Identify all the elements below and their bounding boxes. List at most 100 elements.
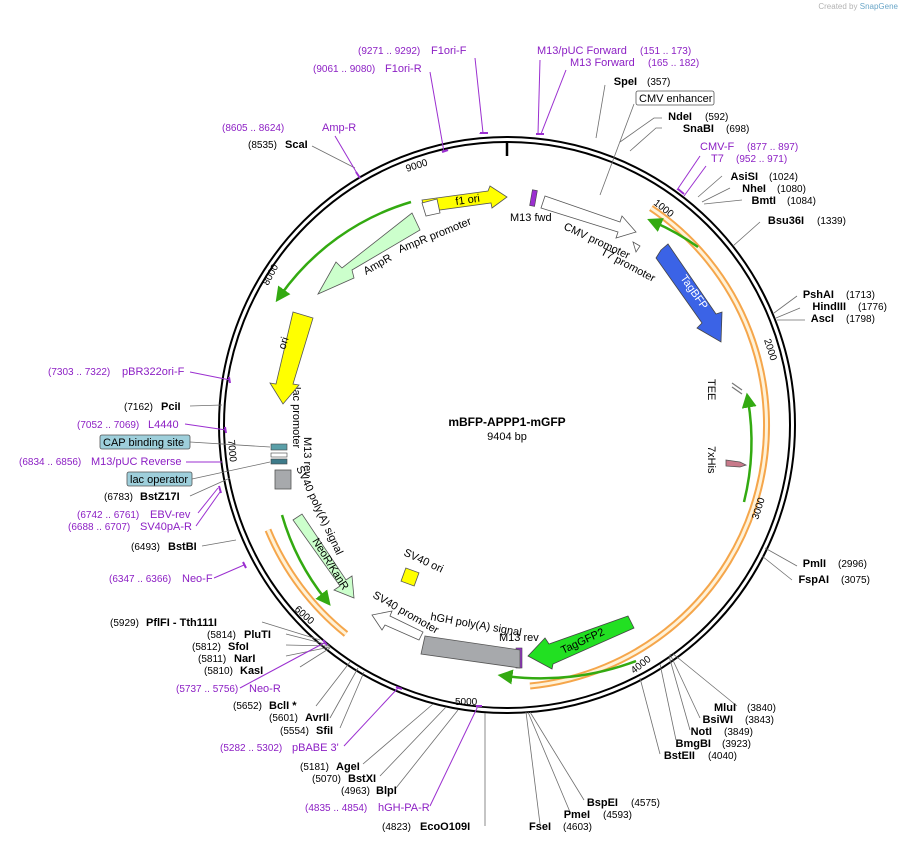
- enzyme-name: PflFI - Tth111I: [146, 617, 217, 629]
- enzyme-pos: (1776): [858, 302, 887, 313]
- enzyme-pos: (3923): [722, 739, 751, 750]
- primer-name: Neo-F: [182, 573, 213, 585]
- primer-range: (5737 .. 5756): [176, 684, 238, 695]
- enzyme-name: PciI: [161, 401, 181, 413]
- primer-name: T7: [711, 153, 724, 165]
- lac-promoter-label: lac promoter: [290, 387, 302, 448]
- backbone-outer: [218, 136, 796, 714]
- enzyme-pos: (357): [647, 77, 670, 88]
- tick-8000: 8000: [261, 262, 281, 287]
- enzyme-pos: (5181): [300, 762, 329, 773]
- enzyme-name: NheI: [742, 183, 766, 195]
- enzyme-name: BspEI: [587, 797, 618, 809]
- primer-name: L4440: [148, 419, 179, 431]
- primer-labels: F1ori-F (9271 .. 9292) F1ori-R (9061 .. …: [19, 45, 798, 814]
- m13-rev-left-label: M13 rev: [301, 437, 313, 477]
- enzyme-name: NdeI: [668, 111, 692, 123]
- enzyme-pos: (4575): [631, 798, 660, 809]
- his-tag-label: 7xHis: [705, 446, 717, 474]
- enzyme-name: BstEII: [664, 750, 695, 762]
- enzyme-name: PshAI: [803, 289, 834, 301]
- enzyme-name: SfiI: [316, 725, 333, 737]
- enzyme-name: BstBI: [168, 541, 197, 553]
- cap-site-mark: [270, 443, 288, 451]
- tee-label: TEE: [705, 379, 717, 400]
- green-arc-1: [647, 218, 699, 249]
- primer-range: (9061 .. 9080): [313, 64, 375, 75]
- m13-fwd-label: M13 fwd: [510, 212, 552, 224]
- enzyme-name: MluI: [714, 702, 736, 714]
- enzyme-name: AvrII: [305, 712, 329, 724]
- enzyme-name: SpeI: [614, 76, 637, 88]
- enzyme-pos: (7162): [124, 402, 153, 413]
- enzyme-pos: (5810): [204, 666, 233, 677]
- enzyme-pos: (5652): [233, 701, 262, 712]
- enzyme-pos: (1339): [817, 216, 846, 227]
- primer-site-marks: [218, 132, 685, 707]
- green-arc-2: [497, 659, 637, 685]
- enzyme-pos: (1080): [777, 184, 806, 195]
- enzyme-pos: (5814): [207, 630, 236, 641]
- lac-operator-mark: [270, 458, 288, 465]
- t7-promoter-arrow: [632, 241, 641, 253]
- primer-name: Amp-R: [322, 122, 356, 134]
- enzyme-pos: (1798): [846, 314, 875, 325]
- enzyme-name: Bsu36I: [768, 215, 804, 227]
- enzyme-name: KasI: [240, 665, 263, 677]
- green-arc-4: [280, 514, 331, 606]
- primer-range: (7052 .. 7069): [77, 420, 139, 431]
- enzyme-name: AsiSI: [730, 171, 758, 183]
- primer-name: CMV-F: [700, 141, 735, 153]
- ampr-arrow: [317, 212, 421, 295]
- primer-range: (151 .. 173): [640, 46, 691, 57]
- enzyme-name: ScaI: [285, 139, 308, 151]
- primer-name: pBABE 3': [292, 742, 339, 754]
- enzyme-pos: (4593): [603, 810, 632, 821]
- snapgene-credit: Created by SnapGene: [818, 2, 898, 11]
- green-arc-5: [275, 200, 412, 303]
- enzyme-pos: (3849): [724, 727, 753, 738]
- m13-fwd-mark: [529, 189, 538, 207]
- enzyme-name: PluTI: [244, 629, 271, 641]
- plasmid-size: 9404 bp: [487, 431, 527, 443]
- enzyme-pos: (6783): [104, 492, 133, 503]
- tee-mark-1: [731, 382, 743, 391]
- enzyme-name: BmgBI: [676, 738, 711, 750]
- primer-range: (4835 .. 4854): [305, 803, 367, 814]
- f1-ori-label: f1 ori: [455, 193, 481, 208]
- enzyme-name: FspAI: [798, 574, 829, 586]
- primer-range: (6688 .. 6707): [68, 522, 130, 533]
- tick-6000: 6000: [292, 604, 316, 627]
- enzyme-pos: (4963): [341, 786, 370, 797]
- primer-range: (6742 .. 6761): [77, 510, 139, 521]
- enzyme-name: AgeI: [336, 761, 360, 773]
- enzyme-pos: (4823): [382, 822, 411, 833]
- ori-arrow: [269, 311, 314, 405]
- tagbfp-arrow: [655, 243, 723, 343]
- primer-name: F1ori-F: [431, 45, 467, 57]
- enzyme-pos: (1084): [787, 196, 816, 207]
- enzyme-leader-lines: [189, 84, 805, 826]
- ampr-promoter-arrow: [421, 198, 441, 217]
- enzyme-pos: (5070): [312, 774, 341, 785]
- ori-label: ori: [276, 336, 291, 351]
- lac-operator-box: [126, 471, 193, 487]
- enzyme-pos: (5601): [269, 713, 298, 724]
- enzyme-name: SfoI: [228, 641, 249, 653]
- plasmid-name: mBFP-APPP1-mGFP: [448, 415, 565, 429]
- sv40-polya-box: [274, 469, 292, 490]
- enzyme-pos: (5554): [280, 726, 309, 737]
- primer-range: (8605 .. 8624): [222, 123, 284, 134]
- enzyme-name: PmeI: [564, 809, 590, 821]
- tagGFP2-arrow: [527, 615, 635, 670]
- primer-range: (6347 .. 6366): [109, 574, 171, 585]
- enzyme-name: SnaBI: [683, 123, 714, 135]
- enzyme-name: HindIII: [812, 301, 846, 313]
- credit-prefix: Created by: [818, 2, 858, 11]
- enzyme-name: BsiWI: [702, 714, 733, 726]
- primer-range: (165 .. 182): [648, 58, 699, 69]
- primer-range: (6834 .. 6856): [19, 457, 81, 468]
- enzyme-name: NarI: [234, 653, 255, 665]
- cmv-enhancer-leader: [599, 103, 635, 196]
- primer-leader-lines: [184, 57, 707, 807]
